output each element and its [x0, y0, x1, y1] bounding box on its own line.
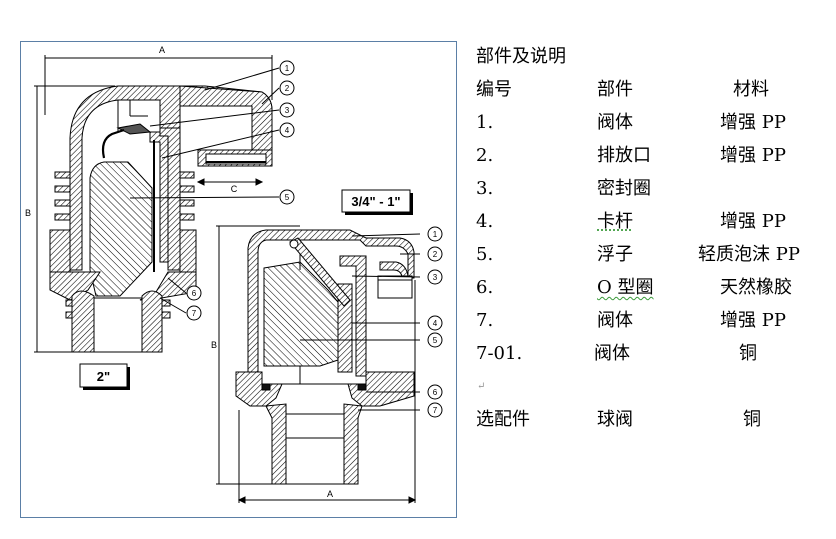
row-number: 7-01. [476, 343, 523, 364]
dimension-b-label-large: B [25, 208, 31, 218]
large-valve-float [89, 161, 153, 297]
parts-list-title-text: 部件及说明 [476, 46, 566, 67]
parts-row: 4. 卡杆 增强 PP↵ [476, 205, 836, 238]
optional-row: 选配件 球阀 铜↵ [476, 403, 836, 436]
callout-4-large [279, 122, 295, 138]
paragraph-mark-icon: ↵ [744, 414, 753, 425]
paragraph-mark-icon: ↵ [699, 249, 708, 260]
paragraph-mark-icon: ↵ [721, 150, 730, 161]
size-label-small-text: 3/4" - 1" [351, 194, 400, 209]
paragraph-mark-icon: ↵ [477, 51, 486, 62]
callout-3-large-label: 3 [285, 106, 290, 115]
row-part: 密封圈 [597, 178, 651, 199]
row-part: 阀体 [597, 112, 633, 133]
row-number: 7. [476, 310, 494, 331]
paragraph-mark-icon: ↵ [721, 216, 730, 227]
callout-6-small [427, 384, 443, 400]
callout-1-small-label: 1 [433, 230, 438, 239]
row-part: 排放口 [597, 145, 651, 166]
parts-row: 7-01. 阀体 铜↵ [476, 337, 836, 370]
large-valve-callouts [186, 60, 295, 321]
callout-6-large-label: 6 [192, 289, 197, 298]
small-valve [216, 225, 421, 504]
callout-5-large-label: 5 [285, 193, 290, 202]
callout-3-small [427, 269, 443, 285]
dimension-a-label-small: A [327, 489, 333, 499]
parts-row: 3. 密封圈↵ [476, 172, 836, 205]
parts-row: 5. 浮子 轻质泡沫 PP↵ [476, 238, 836, 271]
callout-5-large [279, 189, 295, 205]
header-number: 编号 [476, 79, 512, 100]
callout-3-small-label: 3 [433, 273, 438, 282]
callout-4-small-label: 4 [433, 319, 438, 328]
callout-2-small-label: 2 [433, 250, 438, 259]
callout-6-large [186, 285, 202, 301]
callout-5-small [427, 332, 443, 348]
parts-row: 2. 排放口 增强 PP↵ [476, 139, 836, 172]
size-label-small: 3/4" - 1" [341, 189, 413, 215]
parts-list-header: 编号 部件 材料↵ [476, 73, 836, 106]
row-material: 增强 PP [720, 112, 786, 133]
row-number: 5. [476, 244, 494, 265]
callout-7-large-label: 7 [192, 309, 197, 318]
dimension-c-label: C [231, 184, 238, 194]
paragraph-mark-icon: ↵ [598, 183, 607, 194]
paragraph-mark-icon: ↵ [734, 84, 743, 95]
callout-7-small [427, 402, 443, 418]
row-number: 6. [476, 277, 494, 298]
parts-list: 部件及说明↵ 编号 部件 材料↵ 1. 阀体 增强 PP↵ 2. 排放口 增强 … [476, 40, 836, 436]
paragraph-mark-icon: ↵ [740, 348, 749, 359]
callout-4-large-label: 4 [285, 126, 290, 135]
callout-1-large-label: 1 [285, 64, 290, 73]
size-label-large: 2" [79, 363, 130, 390]
size-label-large-text: 2" [97, 369, 110, 384]
row-part: 阀体 [597, 310, 633, 331]
paragraph-mark-icon: ↵ [721, 117, 730, 128]
callout-6-small-label: 6 [433, 388, 438, 397]
row-material: 增强 PP [720, 310, 786, 331]
callout-7-large [186, 305, 202, 321]
optional-material: 铜 [743, 409, 761, 430]
row-material: 增强 PP [720, 211, 786, 232]
paragraph-mark-icon: ↵ [721, 315, 730, 326]
row-material: 轻质泡沫 PP [698, 244, 800, 265]
callout-3-large [279, 102, 295, 118]
callout-5-small-label: 5 [433, 336, 438, 345]
row-material: 铜 [739, 343, 757, 364]
dimension-a-label-large: A [159, 45, 165, 55]
row-material: 增强 PP [720, 145, 786, 166]
paragraph-mark-icon: ↵ [477, 381, 486, 392]
callout-2-small [427, 246, 443, 262]
header-material: 材料 [733, 79, 769, 100]
paragraph-mark-icon: ↵ [721, 282, 730, 293]
row-number: 3. [476, 178, 494, 199]
header-part: 部件 [597, 79, 633, 100]
row-number: 1. [476, 112, 494, 133]
callout-7-small-label: 7 [433, 406, 438, 415]
empty-paragraph: ↵ [476, 370, 836, 403]
drawing-frame [20, 41, 457, 518]
callout-2-large [279, 80, 295, 96]
row-part: O 型圈 [597, 277, 654, 298]
parts-row: 6. O 型圈 天然橡胶↵ [476, 271, 836, 304]
parts-row: 1. 阀体 增强 PP↵ [476, 106, 836, 139]
callout-1-large [279, 60, 295, 76]
optional-part: 球阀 [597, 409, 633, 430]
row-part: 浮子 [597, 244, 633, 265]
row-number: 2. [476, 145, 494, 166]
row-part: 卡杆 [597, 211, 633, 232]
row-number: 4. [476, 211, 494, 232]
callout-4-small [427, 315, 443, 331]
row-part: 阀体 [594, 343, 630, 364]
dimension-b-label-small: B [211, 340, 217, 350]
callout-2-large-label: 2 [285, 84, 290, 93]
row-material: 天然橡胶 [720, 277, 792, 298]
optional-label: 选配件 [476, 409, 530, 430]
small-valve-callouts [427, 226, 443, 418]
callout-1-small [427, 226, 443, 242]
large-valve [34, 55, 280, 353]
parts-list-title: 部件及说明↵ [476, 40, 836, 73]
parts-row: 7. 阀体 增强 PP↵ [476, 304, 836, 337]
